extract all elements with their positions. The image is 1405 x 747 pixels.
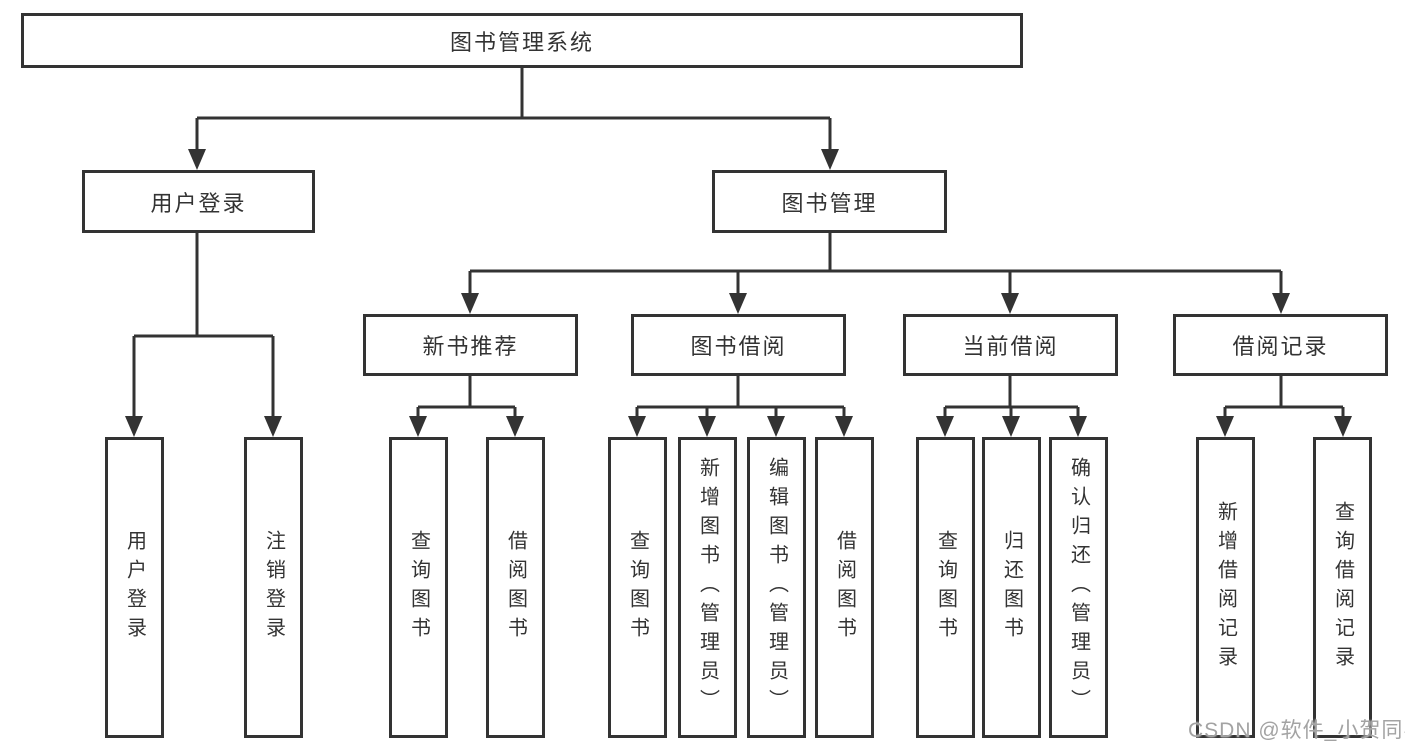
leaf-user-login: 用户登录 bbox=[105, 437, 164, 738]
leaf-label: 查询图书 bbox=[407, 529, 430, 646]
leaf-label: 编辑图书（管理员） bbox=[765, 457, 788, 718]
connector-new-book-children bbox=[409, 376, 524, 437]
connector-root-to-level2 bbox=[188, 68, 839, 170]
leaf-query-book-under-borrow: 查询图书 bbox=[608, 437, 667, 738]
leaf-label: 新增图书（管理员） bbox=[696, 457, 719, 718]
leaf-query-book-under-recommend: 查询图书 bbox=[389, 437, 448, 738]
leaf-borrow-book-under-recommend: 借阅图书 bbox=[486, 437, 545, 738]
node-borrow-records: 借阅记录 bbox=[1173, 314, 1388, 376]
leaf-label: 注销登录 bbox=[262, 529, 285, 646]
node-label: 图书管理系统 bbox=[449, 29, 594, 55]
leaf-query-book-under-current: 查询图书 bbox=[916, 437, 975, 738]
leaf-label: 借阅图书 bbox=[504, 529, 527, 646]
node-label: 用户登录 bbox=[150, 190, 247, 216]
node-label: 借阅记录 bbox=[1232, 334, 1329, 359]
leaf-label: 新增借阅记录 bbox=[1214, 500, 1237, 675]
leaf-label: 查询图书 bbox=[626, 529, 649, 646]
node-book-management: 图书管理 bbox=[712, 170, 947, 233]
connector-borrow-records-children bbox=[1216, 376, 1352, 437]
node-current-borrow: 当前借阅 bbox=[903, 314, 1118, 376]
leaf-label: 借阅图书 bbox=[833, 529, 856, 646]
leaf-add-borrow-record: 新增借阅记录 bbox=[1196, 437, 1255, 738]
node-label: 图书管理 bbox=[781, 190, 878, 216]
node-user-login-group: 用户登录 bbox=[82, 170, 315, 233]
node-new-book-recommend: 新书推荐 bbox=[363, 314, 578, 376]
connector-current-borrow-children bbox=[936, 376, 1087, 437]
connector-book-mgmt-to-level3 bbox=[461, 233, 1290, 314]
leaf-label: 查询图书 bbox=[934, 529, 957, 646]
leaf-edit-book-admin: 编辑图书（管理员） bbox=[747, 437, 806, 738]
node-label: 图书借阅 bbox=[690, 334, 787, 359]
leaf-borrow-book-under-borrow: 借阅图书 bbox=[815, 437, 874, 738]
leaf-label: 归还图书 bbox=[1000, 529, 1023, 646]
node-label: 当前借阅 bbox=[962, 334, 1059, 359]
leaf-query-borrow-record: 查询借阅记录 bbox=[1313, 437, 1372, 738]
node-book-borrow: 图书借阅 bbox=[631, 314, 846, 376]
leaf-logout: 注销登录 bbox=[244, 437, 303, 738]
node-library-system-root: 图书管理系统 bbox=[21, 13, 1023, 68]
leaf-label: 确认归还（管理员） bbox=[1067, 457, 1090, 718]
leaf-confirm-return-admin: 确认归还（管理员） bbox=[1049, 437, 1108, 738]
leaf-label: 用户登录 bbox=[123, 529, 146, 646]
connector-user-login-children bbox=[125, 233, 282, 437]
connector-book-borrow-children bbox=[628, 376, 853, 437]
leaf-label: 查询借阅记录 bbox=[1331, 500, 1354, 675]
leaf-return-book: 归还图书 bbox=[982, 437, 1041, 738]
leaf-add-book-admin: 新增图书（管理员） bbox=[678, 437, 737, 738]
csdn-watermark: CSDN @软件_小贺同学 bbox=[1188, 719, 1405, 742]
node-label: 新书推荐 bbox=[422, 334, 519, 359]
